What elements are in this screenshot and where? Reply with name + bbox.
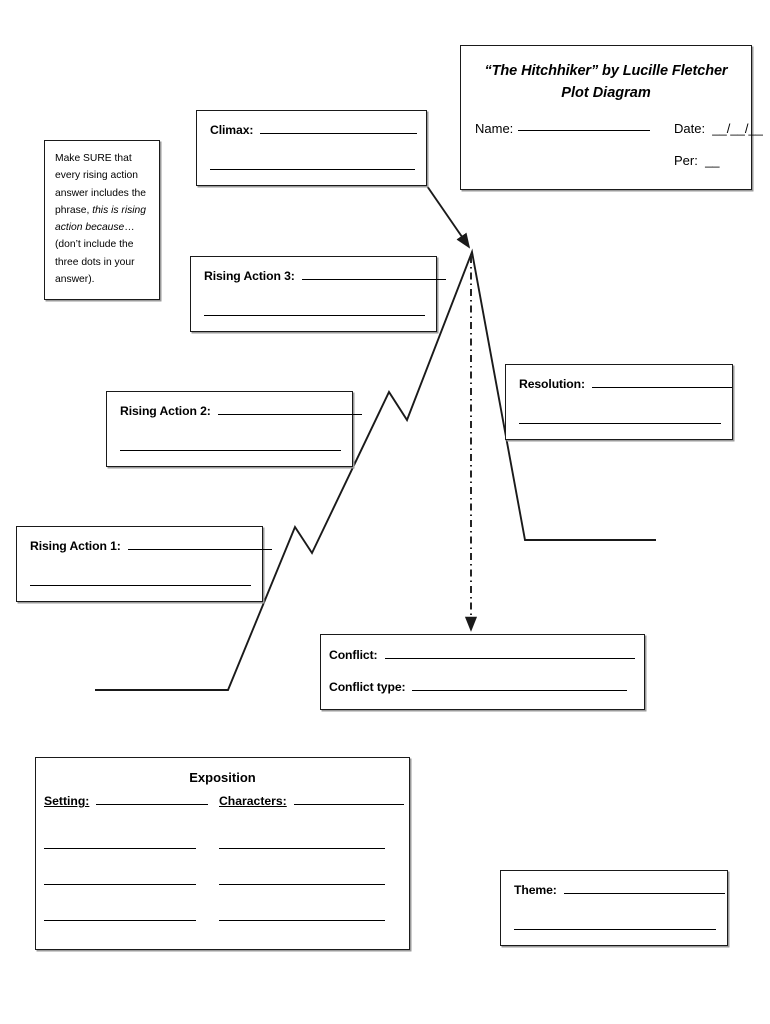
rising-action-3-answer-line-1[interactable] [301, 279, 446, 280]
rising-action-3-box: Rising Action 3: [190, 256, 446, 332]
climax-label: Climax: [210, 123, 254, 137]
resolution-label: Resolution: [519, 377, 585, 391]
characters-answer-line-1[interactable] [293, 804, 404, 805]
theme-box: Theme: [500, 870, 728, 946]
characters-label-row: Characters: [219, 794, 404, 808]
characters-answer-line-4[interactable] [219, 920, 385, 921]
rising-action-3-label-row: Rising Action 3: [204, 269, 446, 283]
rising-action-1-box: Rising Action 1: [16, 526, 272, 602]
setting-answer-line-3[interactable] [44, 884, 196, 885]
climax-box: Climax: [196, 110, 427, 186]
name-field-group[interactable]: Name: [475, 120, 651, 136]
conflict-type-label: Conflict type: [329, 680, 406, 694]
climax-pointer-arrow [426, 185, 471, 249]
note-text-emphasis: this is rising action because [55, 204, 147, 234]
setting-answer-line-4[interactable] [44, 920, 196, 921]
exposition-box: Exposition Setting: Characters: [35, 757, 410, 950]
conflict-label: Conflict: [329, 648, 378, 662]
resolution-box: Resolution: [505, 364, 733, 440]
rising-action-2-answer-line-1[interactable] [217, 414, 362, 415]
header-title-box: “The Hitchhiker” by Lucille Fletcher Plo… [460, 45, 763, 190]
climax-label-row: Climax: [210, 123, 418, 137]
note-text-part1: Make SURE that every rising action answe… [55, 153, 147, 216]
theme-label: Theme: [514, 883, 557, 897]
rising-action-1-answer-line-2[interactable] [30, 585, 251, 586]
characters-answer-line-3[interactable] [219, 884, 385, 885]
rising-action-note-box: Make SURE that every rising action answe… [44, 140, 160, 300]
resolution-label-row: Resolution: [519, 377, 732, 391]
theme-answer-line-1[interactable] [563, 893, 725, 894]
name-input-rule[interactable] [518, 129, 651, 131]
conflict-answer-line[interactable] [384, 658, 635, 659]
conflict-box: Conflict: Conflict type: [320, 634, 645, 710]
rising-action-2-box: Rising Action 2: [106, 391, 362, 467]
setting-answer-line-1[interactable] [96, 804, 209, 805]
rising-action-2-label: Rising Action 2: [120, 404, 211, 418]
climax-answer-line-1[interactable] [260, 133, 418, 134]
characters-answer-line-2[interactable] [219, 848, 385, 849]
period-field-group[interactable]: Per: __ [674, 152, 720, 168]
note-text-part2: …(don’t include the three dots in your a… [55, 222, 135, 286]
conflict-type-label-row: Conflict type: [329, 680, 628, 694]
rising-action-3-answer-line-2[interactable] [204, 315, 425, 316]
rising-action-2-label-row: Rising Action 2: [120, 404, 362, 418]
setting-label: Setting: [44, 794, 90, 808]
worksheet-title: “The Hitchhiker” by Lucille Fletcher [484, 63, 728, 79]
rising-action-1-label: Rising Action 1: [30, 539, 121, 553]
theme-label-row: Theme: [514, 883, 725, 897]
rising-action-3-label: Rising Action 3: [204, 269, 295, 283]
characters-label: Characters: [219, 794, 287, 808]
exposition-title: Exposition [189, 770, 256, 785]
name-label: Name: [475, 120, 514, 136]
resolution-answer-line-1[interactable] [591, 387, 732, 388]
resolution-answer-line-2[interactable] [519, 423, 721, 424]
header-fields-row: Name: Date: __/__/__ Per: __ [461, 120, 763, 168]
rising-action-2-answer-line-2[interactable] [120, 450, 341, 451]
conflict-type-answer-line[interactable] [412, 690, 628, 691]
date-field-group[interactable]: Date: __/__/__ [674, 120, 763, 136]
rising-action-1-answer-line-1[interactable] [127, 549, 272, 550]
setting-answer-line-2[interactable] [44, 848, 196, 849]
conflict-label-row: Conflict: [329, 648, 635, 662]
setting-label-row: Setting: [44, 794, 209, 808]
rising-action-1-label-row: Rising Action 1: [30, 539, 272, 553]
worksheet-subtitle: Plot Diagram [561, 85, 651, 102]
theme-answer-line-2[interactable] [514, 929, 716, 930]
climax-answer-line-2[interactable] [210, 169, 415, 170]
plot-arc-line [95, 248, 656, 691]
